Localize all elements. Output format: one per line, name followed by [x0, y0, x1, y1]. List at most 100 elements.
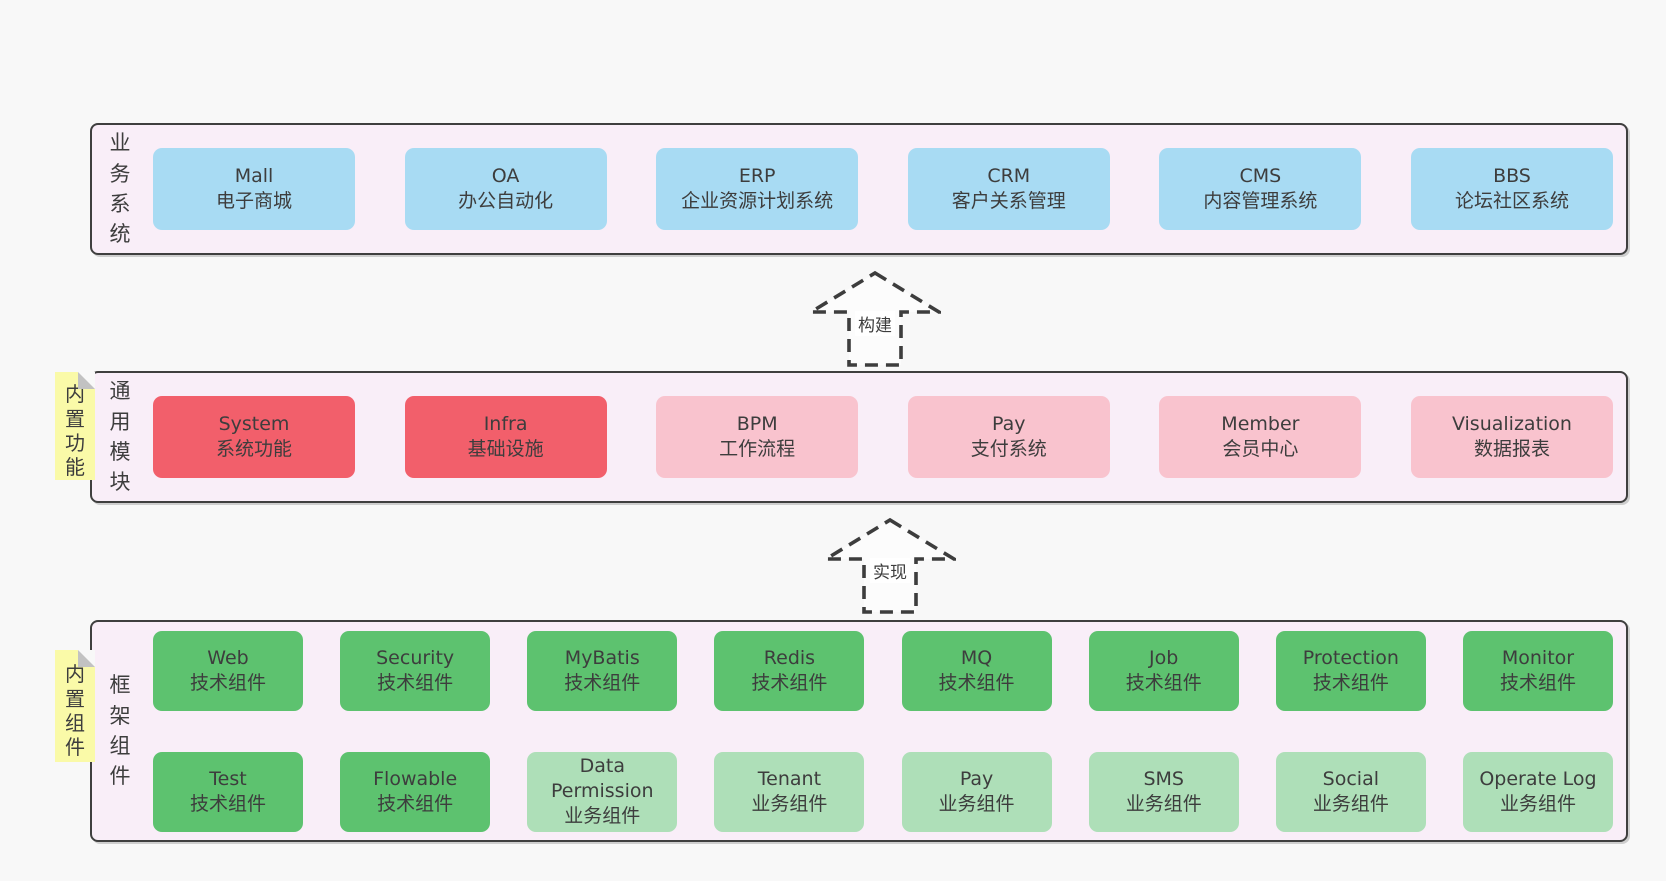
box-pay: Pay 支付系统 — [907, 396, 1110, 478]
arrow-implement: 实现 — [824, 517, 956, 615]
box-title: BBS — [1493, 165, 1531, 188]
box-mall: Mall 电子商城 — [153, 148, 355, 230]
box-title: System — [218, 413, 290, 436]
folded-corner-icon — [78, 650, 95, 667]
box-row: Test 技术组件 Flowable 技术组件 Data Permission … — [132, 743, 1626, 840]
box-subtitle: 技术组件 — [1125, 671, 1202, 694]
box-title: MyBatis — [564, 646, 640, 669]
box-security: Security 技术组件 — [340, 630, 491, 711]
box-subtitle: 技术组件 — [751, 671, 828, 694]
component-rows: Web 技术组件 Security 技术组件 MyBatis 技术组件 Redi… — [132, 622, 1626, 840]
box-subtitle: 技术组件 — [1312, 671, 1389, 694]
box-flowable: Flowable 技术组件 — [340, 751, 491, 832]
box-infra: Infra 基础设施 — [404, 396, 607, 478]
folded-corner-icon — [78, 372, 95, 389]
box-crm: CRM 客户关系管理 — [907, 148, 1110, 230]
box-tenant: Tenant 业务组件 — [714, 751, 865, 832]
arrow-label: 实现 — [870, 558, 910, 583]
box-mybatis: MyBatis 技术组件 — [527, 630, 678, 711]
arrow-build: 构建 — [809, 270, 941, 368]
box-title: Member — [1221, 413, 1300, 436]
box-subtitle: 电子商城 — [215, 190, 292, 212]
box-title: Test — [209, 767, 247, 790]
box-operate-log: Operate Log 业务组件 — [1462, 751, 1613, 832]
box-subtitle: 工作流程 — [719, 438, 796, 460]
box-title: Social — [1322, 767, 1380, 790]
box-subtitle: 业务组件 — [1312, 792, 1389, 815]
box-title: Monitor — [1501, 646, 1575, 669]
box-title: CRM — [987, 165, 1031, 188]
box-subtitle: 基础设施 — [467, 438, 544, 460]
box-title: BPM — [736, 413, 778, 436]
box-sms: SMS 业务组件 — [1088, 751, 1239, 832]
box-title: Protection — [1302, 646, 1399, 669]
box-title: ERP — [738, 165, 776, 188]
band-framework-components: 框架组件 Web 技术组件 Security 技术组件 MyBatis 技术组件… — [90, 620, 1628, 842]
box-subtitle: 业务组件 — [1499, 792, 1576, 815]
box-subtitle: 业务组件 — [564, 804, 641, 827]
box-job: Job 技术组件 — [1088, 630, 1239, 711]
box-row: Mall 电子商城 OA 办公自动化 ERP 企业资源计划系统 CRM 客户关系… — [132, 125, 1626, 253]
band-common-modules: 通用模块 System 系统功能 Infra 基础设施 BPM 工作流程 Pay… — [90, 371, 1628, 503]
box-title: Web — [207, 646, 249, 669]
band-label: 业务系统 — [109, 131, 131, 247]
box-subtitle: 技术组件 — [938, 671, 1015, 694]
box-bbs: BBS 论坛社区系统 — [1410, 148, 1613, 230]
box-title: Data Permission — [551, 755, 654, 803]
box-title: Pay — [959, 767, 994, 790]
band-label: 通用模块 — [109, 379, 131, 495]
box-protection: Protection 技术组件 — [1275, 630, 1426, 711]
box-subtitle: 技术组件 — [377, 671, 454, 694]
box-subtitle: 技术组件 — [564, 671, 641, 694]
box-title: Pay — [992, 413, 1026, 436]
box-test: Test 技术组件 — [153, 751, 303, 832]
box-cms: CMS 内容管理系统 — [1159, 148, 1362, 230]
box-title: Tenant — [757, 767, 822, 790]
box-title: OA — [491, 165, 520, 188]
arrow-label: 构建 — [855, 311, 895, 336]
box-title: SMS — [1143, 767, 1184, 790]
box-subtitle: 数据报表 — [1473, 438, 1550, 460]
box-title: Flowable — [373, 767, 458, 790]
box-erp: ERP 企业资源计划系统 — [656, 148, 859, 230]
box-system: System 系统功能 — [153, 396, 355, 478]
box-redis: Redis 技术组件 — [714, 630, 865, 711]
box-subtitle: 论坛社区系统 — [1454, 190, 1569, 212]
box-title: Visualization — [1451, 413, 1572, 436]
box-subtitle: 业务组件 — [751, 792, 828, 815]
box-title: Infra — [483, 413, 528, 436]
box-title: CMS — [1239, 165, 1282, 188]
box-subtitle: 客户关系管理 — [951, 190, 1066, 212]
box-subtitle: 系统功能 — [215, 438, 292, 460]
box-social: Social 业务组件 — [1275, 751, 1426, 832]
box-member: Member 会员中心 — [1159, 396, 1362, 478]
sticky-note-builtin-features: 内置功能 — [55, 372, 95, 480]
box-subtitle: 技术组件 — [189, 671, 266, 694]
box-pay-business: Pay 业务组件 — [901, 751, 1052, 832]
band-business-systems: 业务系统 Mall 电子商城 OA 办公自动化 ERP 企业资源计划系统 CRM… — [90, 123, 1628, 255]
sticky-note-label: 内置组件 — [65, 662, 85, 760]
box-subtitle: 业务组件 — [938, 792, 1015, 815]
box-title: Security — [376, 646, 455, 669]
box-row: Web 技术组件 Security 技术组件 MyBatis 技术组件 Redi… — [132, 622, 1626, 719]
box-subtitle: 内容管理系统 — [1203, 190, 1318, 212]
box-title: MQ — [960, 646, 993, 669]
box-subtitle: 办公自动化 — [458, 190, 554, 212]
sticky-note-builtin-components: 内置组件 — [55, 650, 95, 762]
sticky-note-label: 内置功能 — [65, 382, 85, 480]
box-title: Job — [1149, 646, 1179, 669]
box-data-permission: Data Permission 业务组件 — [527, 751, 678, 832]
box-visualization: Visualization 数据报表 — [1410, 396, 1613, 478]
box-row: System 系统功能 Infra 基础设施 BPM 工作流程 Pay 支付系统… — [132, 373, 1626, 501]
box-web: Web 技术组件 — [153, 630, 303, 711]
box-subtitle: 技术组件 — [1499, 671, 1576, 694]
box-subtitle: 技术组件 — [377, 792, 454, 815]
box-mq: MQ 技术组件 — [901, 630, 1052, 711]
box-title: Redis — [763, 646, 816, 669]
band-label: 框架组件 — [109, 673, 131, 789]
box-bpm: BPM 工作流程 — [656, 396, 859, 478]
box-subtitle: 技术组件 — [189, 792, 266, 815]
box-subtitle: 会员中心 — [1222, 438, 1299, 460]
box-title: Mall — [234, 165, 274, 188]
